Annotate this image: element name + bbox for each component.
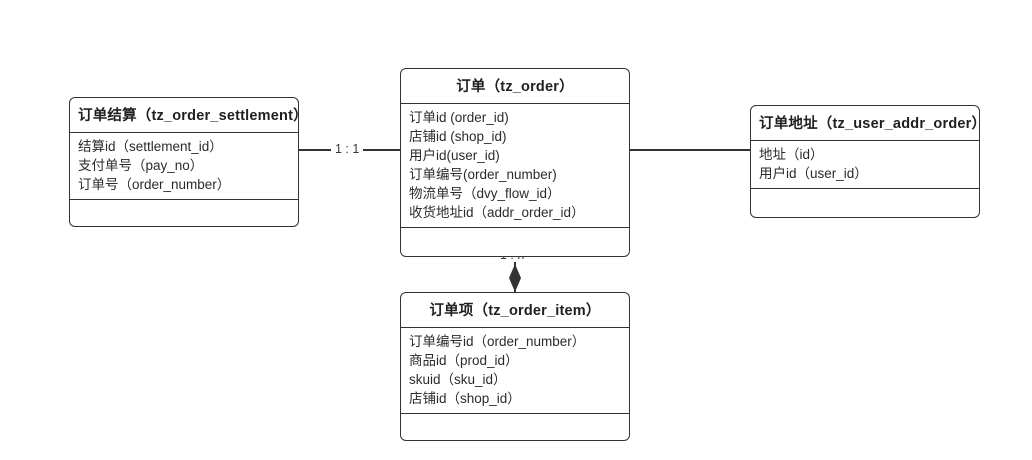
entity-tz-order[interactable]: 订单（tz_order） 订单id (order_id) 店铺id (shop_… <box>400 68 630 257</box>
entity-title-tz-order: 订单（tz_order） <box>401 69 629 104</box>
attribute-row: 订单号（order_number） <box>78 177 231 192</box>
entity-footer-tz-order-item <box>401 414 629 440</box>
entity-tz-order-item[interactable]: 订单项（tz_order_item） 订单编号id（order_number） … <box>400 292 630 441</box>
attribute-row: skuid（sku_id） <box>409 372 507 387</box>
entity-tz-user-addr-order[interactable]: 订单地址（tz_user_addr_order） 地址（id） 用户id（use… <box>750 105 980 218</box>
attribute-row: 地址（id） <box>759 147 824 162</box>
entity-attributes-tz-order-item: 订单编号id（order_number） 商品id（prod_id） skuid… <box>401 328 629 414</box>
entity-title-tz-user-addr-order: 订单地址（tz_user_addr_order） <box>751 106 979 141</box>
entity-attributes-tz-user-addr-order: 地址（id） 用户id（user_id） <box>751 141 979 189</box>
attribute-row: 物流单号（dvy_flow_id） <box>409 186 561 201</box>
entity-footer-tz-order <box>401 228 629 256</box>
attribute-row: 支付单号（pay_no） <box>78 158 204 173</box>
entity-attributes-tz-order: 订单id (order_id) 店铺id (shop_id) 用户id(user… <box>401 104 629 228</box>
entity-attributes-tz-order-settlement: 结算id（settlement_id） 支付单号（pay_no） 订单号（ord… <box>70 133 298 200</box>
attribute-row: 订单编号id（order_number） <box>409 334 586 349</box>
attribute-row: 订单id (order_id) <box>409 110 509 125</box>
entity-tz-order-settlement[interactable]: 订单结算（tz_order_settlement） 结算id（settlemen… <box>69 97 299 227</box>
attribute-row: 用户id(user_id) <box>409 148 500 163</box>
relationship-label-settlement-order: 1 : 1 <box>331 142 364 156</box>
attribute-row: 用户id（user_id） <box>759 166 868 181</box>
entity-footer-tz-user-addr-order <box>751 189 979 217</box>
attribute-row: 订单编号(order_number) <box>409 167 557 182</box>
entity-title-tz-order-settlement: 订单结算（tz_order_settlement） <box>70 98 298 133</box>
attribute-row: 店铺id (shop_id) <box>409 129 507 144</box>
attribute-row: 店铺id（shop_id） <box>409 391 521 406</box>
attribute-row: 收货地址id（addr_order_id） <box>409 205 585 220</box>
attribute-row: 商品id（prod_id） <box>409 353 519 368</box>
edge-order-to-address <box>629 149 751 151</box>
entity-footer-tz-order-settlement <box>70 200 298 226</box>
attribute-row: 结算id（settlement_id） <box>78 139 223 154</box>
entity-title-tz-order-item: 订单项（tz_order_item） <box>401 293 629 328</box>
